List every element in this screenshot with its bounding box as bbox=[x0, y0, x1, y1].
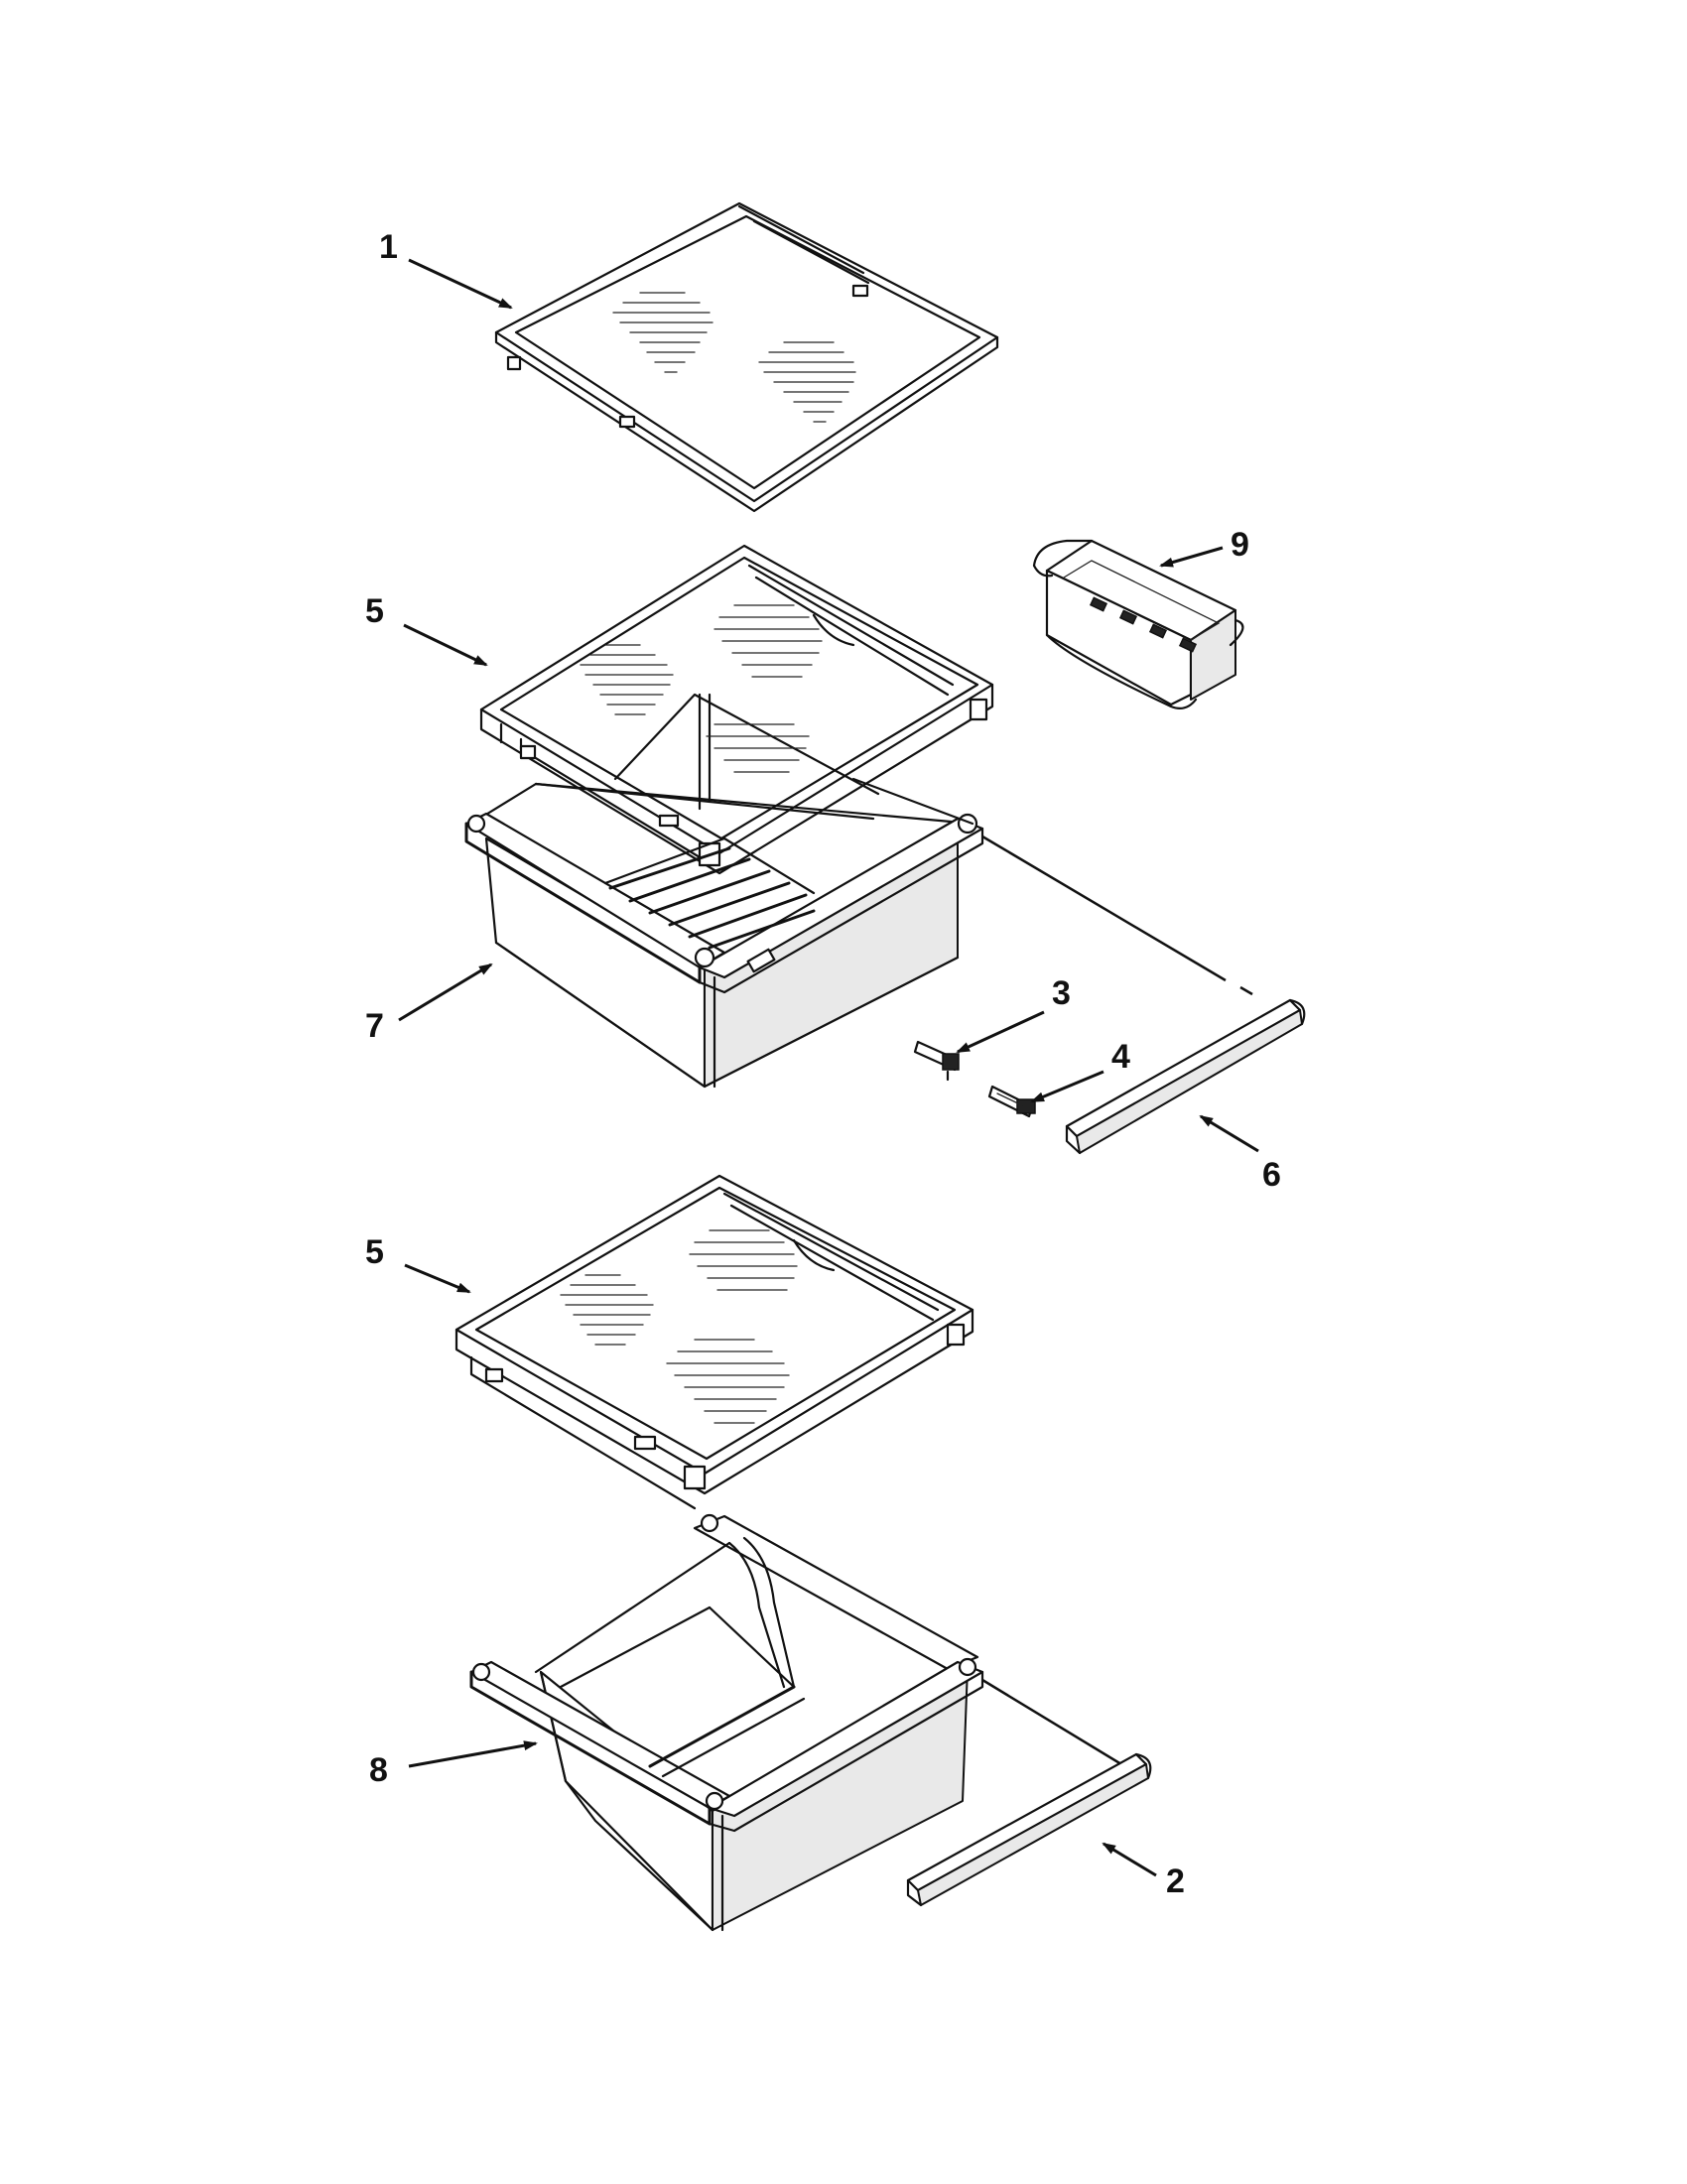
glass-reflection-lines bbox=[612, 292, 856, 423]
leader-2 bbox=[1102, 1842, 1157, 1877]
leader-1 bbox=[408, 258, 513, 310]
callout-6: 6 bbox=[1262, 1156, 1281, 1194]
leader-9 bbox=[1159, 546, 1224, 568]
part-5-crisper-cover-lower bbox=[454, 1174, 974, 1510]
part-5-crisper-cover-upper bbox=[479, 544, 994, 875]
part-7-crisper-drawer bbox=[464, 777, 984, 1089]
callout-labels: 1 2 3 4 5 5 6 7 8 9 bbox=[365, 228, 1281, 1900]
callout-8: 8 bbox=[369, 1751, 388, 1789]
callout-4: 4 bbox=[1111, 1038, 1130, 1076]
cover-reflection-lines-lower bbox=[560, 1229, 798, 1424]
part-8-crisper-drawer bbox=[469, 1513, 984, 1932]
leader-3 bbox=[956, 1010, 1045, 1054]
leader-5b bbox=[404, 1263, 471, 1294]
callout-5-lower: 5 bbox=[365, 1233, 384, 1271]
callout-1: 1 bbox=[379, 228, 398, 266]
part-2-rail bbox=[906, 1752, 1152, 1907]
part-9-bin bbox=[1032, 539, 1244, 709]
drawer-slats bbox=[603, 836, 816, 950]
leader-6 bbox=[1199, 1114, 1259, 1153]
callout-9: 9 bbox=[1231, 526, 1249, 564]
part-3-clip bbox=[913, 1040, 960, 1082]
part-4-clip bbox=[987, 1085, 1036, 1118]
callout-3: 3 bbox=[1052, 974, 1071, 1012]
leader-8 bbox=[408, 1740, 538, 1768]
leader-5a bbox=[403, 623, 488, 667]
leader-arrows bbox=[398, 258, 1259, 1877]
leader-7 bbox=[398, 963, 493, 1022]
part-1-glass-shelf bbox=[494, 201, 999, 513]
cover-reflection-lines-upper bbox=[580, 604, 823, 773]
callout-5-upper: 5 bbox=[365, 592, 384, 630]
callout-7: 7 bbox=[365, 1007, 384, 1045]
callout-2: 2 bbox=[1166, 1863, 1185, 1900]
leader-4 bbox=[1030, 1070, 1104, 1103]
part-6-rail bbox=[1065, 998, 1306, 1155]
